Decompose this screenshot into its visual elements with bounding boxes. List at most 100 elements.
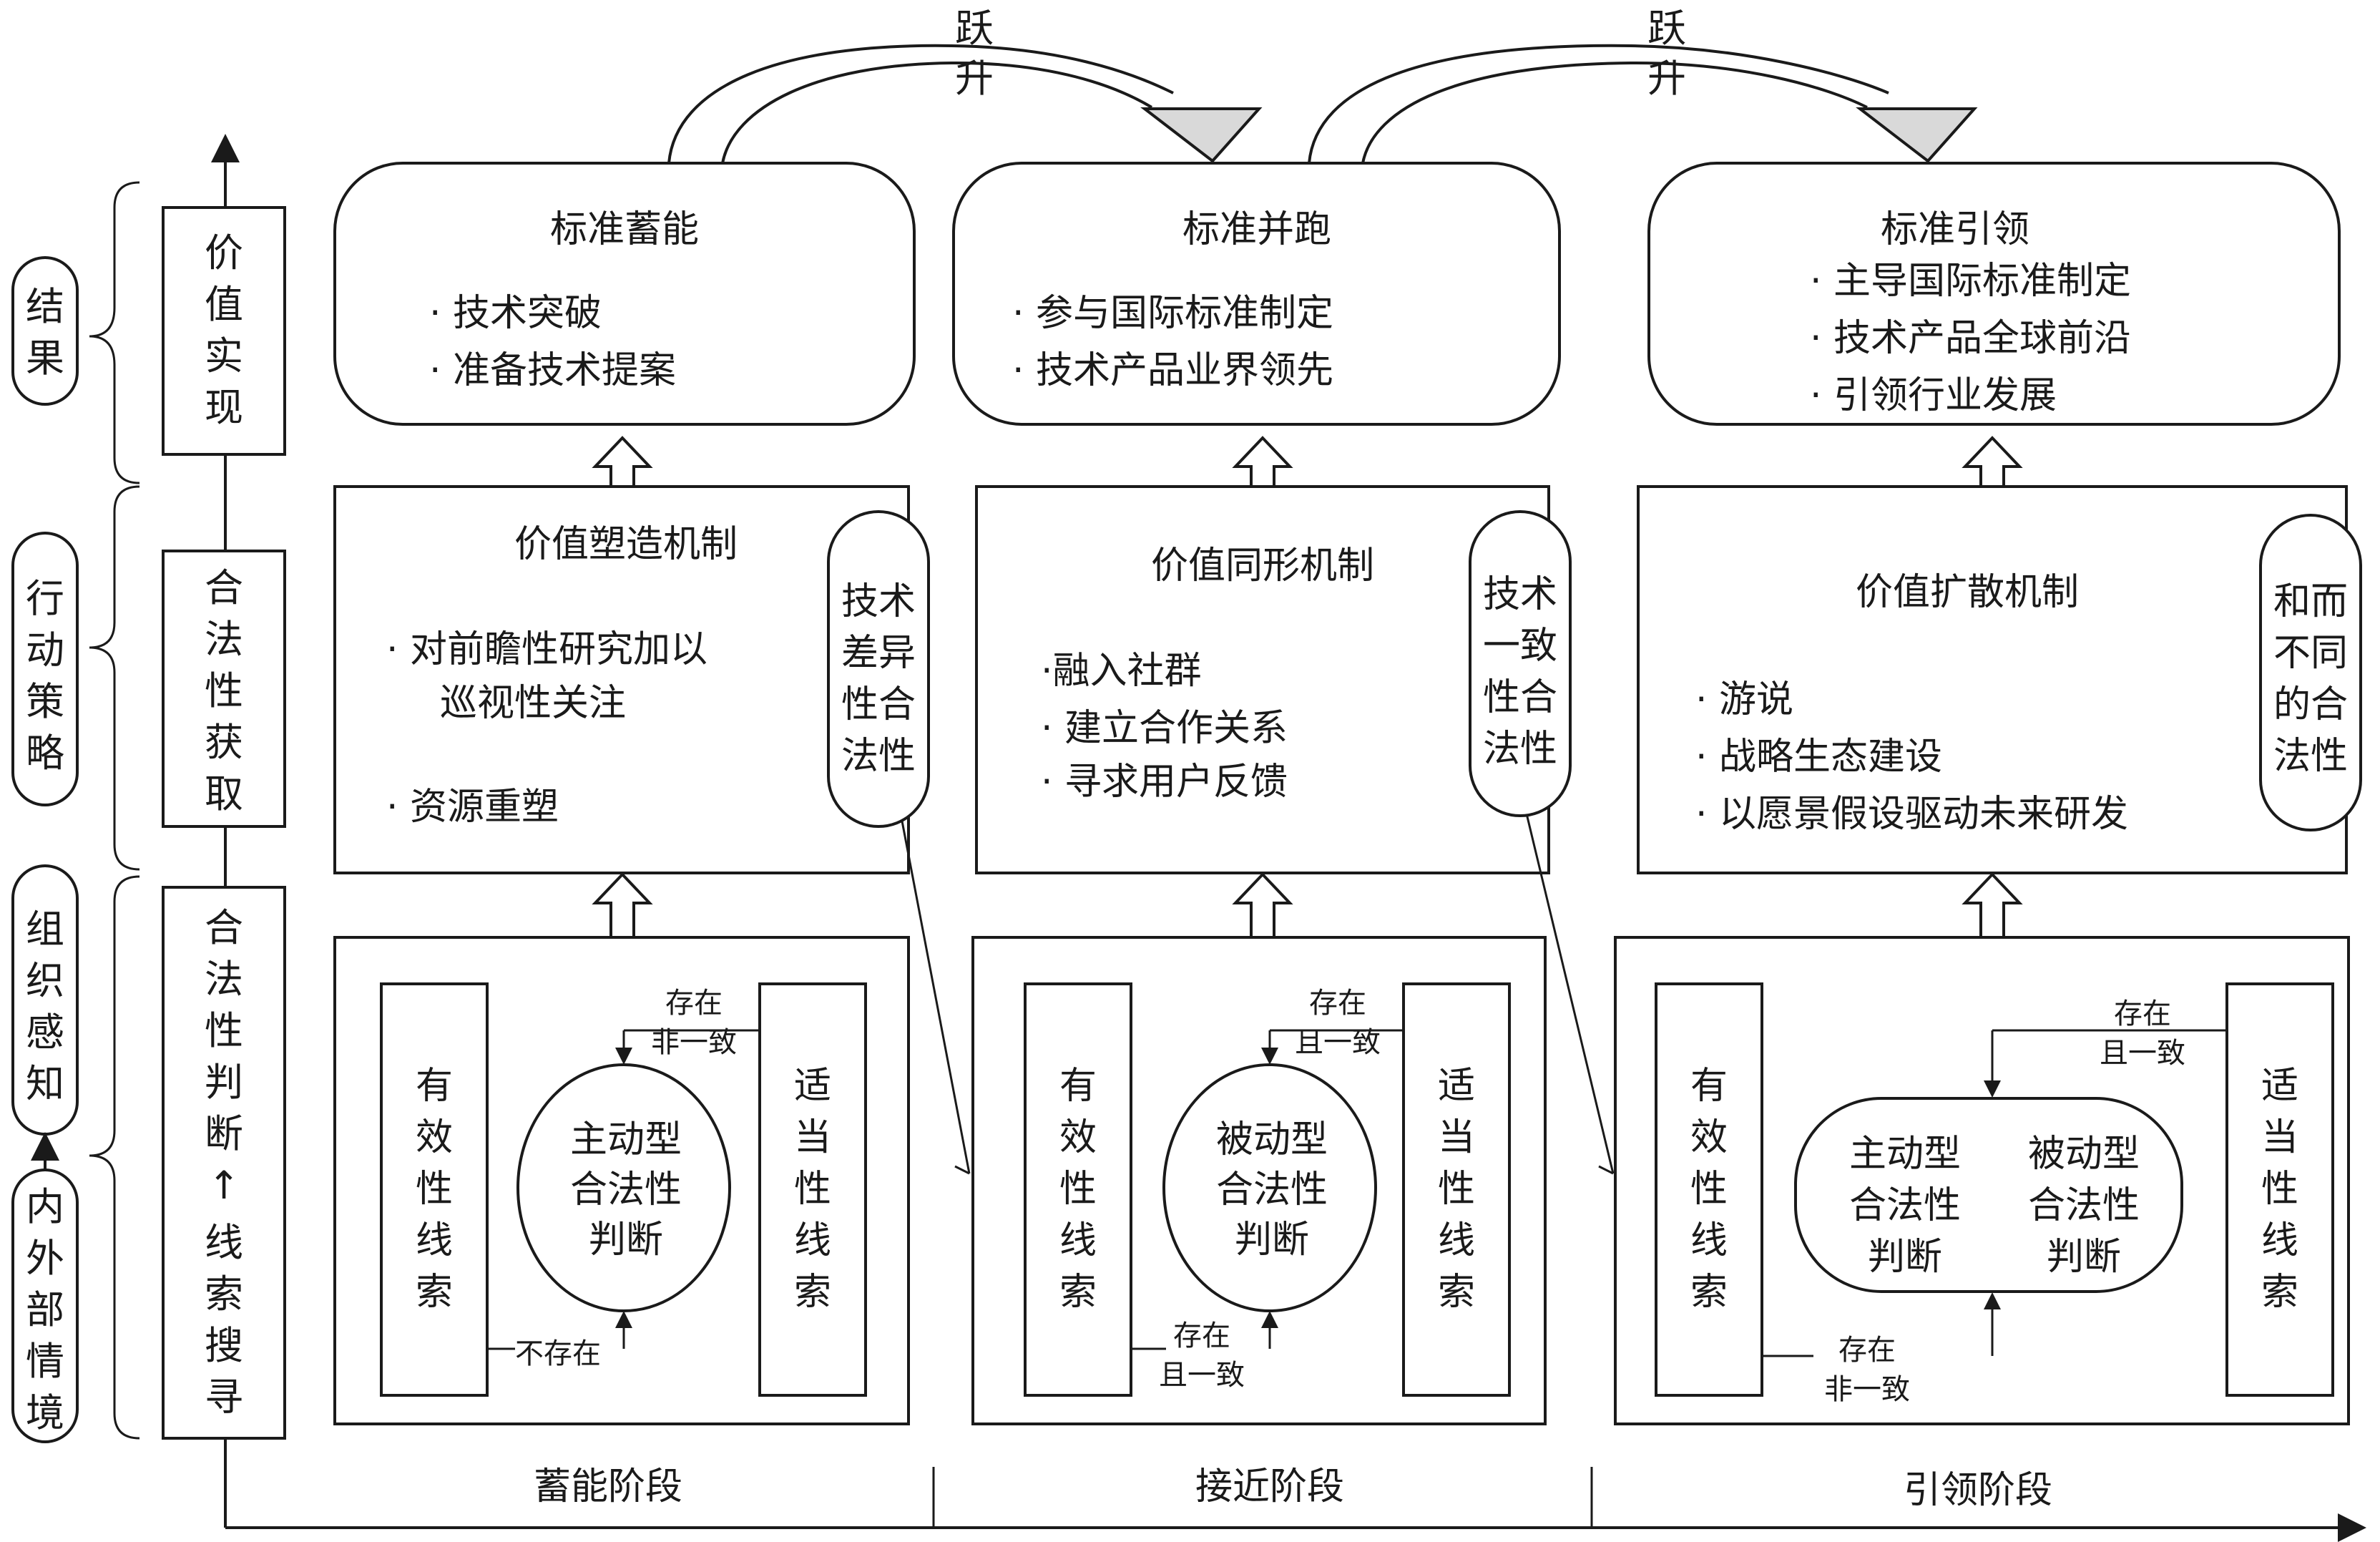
mechanism-item-3-2: · 战略生态建设 — [1695, 736, 1942, 779]
judgment-text-1-2: 判断 — [589, 1219, 663, 1262]
judgment-b-text-3-2: 判断 — [2047, 1236, 2121, 1279]
flow-bottom-text-3-0: 存在 — [1838, 1334, 1896, 1367]
flow-connectors — [487, 1029, 2227, 1357]
side-label-action — [11, 532, 79, 806]
propriety-cue-text-2-line-3: 线 — [1438, 1219, 1475, 1262]
mechanism-item-1-2: 巡视性关注 — [440, 682, 626, 725]
mechanism-title-2: 价值同形机制 — [1151, 545, 1374, 587]
axis-judge-line-0: 合 — [205, 905, 243, 950]
axis-value-line-2: 实 — [205, 333, 243, 379]
legitimacy-badge-text-1-line-2: 性合 — [841, 683, 916, 726]
mechanism-item-2-1: ·融入社群 — [1041, 650, 1202, 693]
flow-bottom-text-2-0: 存在 — [1173, 1319, 1230, 1352]
propriety-cue-text-2-line-2: 性 — [1438, 1168, 1475, 1211]
mechanism-box-1 — [333, 485, 910, 874]
propriety-cue-box-1 — [758, 982, 867, 1397]
validity-cue-box-3 — [1655, 982, 1763, 1397]
legitimacy-acquisition-box — [162, 550, 286, 828]
propriety-cue-text-1-line-2: 性 — [794, 1168, 831, 1211]
side-context-line-4: 境 — [26, 1390, 64, 1435]
result-title-1: 标准蓄能 — [550, 208, 699, 251]
up-arrow-perception-to-mech-3 — [1962, 872, 2023, 939]
axis-search-line-3: 寻 — [205, 1375, 243, 1420]
legitimacy-badge-text-3-line-2: 的合 — [2273, 683, 2348, 726]
propriety-cue-text-2-line-0: 适 — [1438, 1065, 1475, 1108]
up-arrow-perception-to-mech-2 — [1232, 872, 1293, 939]
validity-cue-text-1-line-2: 性 — [416, 1168, 453, 1211]
flow-bottom-text-3-1: 非一致 — [1824, 1373, 1910, 1406]
judgment-box-3 — [1794, 1097, 2183, 1293]
judgment-a-text-3-1: 合法性 — [1849, 1184, 1961, 1227]
flow-top-text-2-1: 且一致 — [1295, 1026, 1381, 1059]
validity-cue-text-1-line-3: 线 — [416, 1219, 453, 1262]
propriety-cue-text-1-line-0: 适 — [794, 1065, 831, 1108]
propriety-cue-box-2 — [1402, 982, 1511, 1397]
axis-legit-get-line-4: 取 — [205, 771, 243, 816]
judgment-text-2-1: 合法性 — [1216, 1168, 1328, 1211]
axis-value-line-0: 价 — [205, 230, 243, 275]
judgment-a-text-3-2: 判断 — [1868, 1236, 1942, 1279]
result-item-2-2: · 技术产品业界领先 — [1012, 349, 1333, 392]
side-action-line-1: 动 — [26, 628, 64, 673]
legitimacy-badge-text-3-line-1: 不同 — [2273, 632, 2348, 675]
judgment-b-text-3-1: 合法性 — [2028, 1184, 2140, 1227]
badge-connectors — [893, 779, 1615, 1175]
mechanism-item-3-3: · 以愿景假设驱动未来研发 — [1695, 793, 2128, 836]
judgment-a-text-3-0: 主动型 — [1849, 1133, 1961, 1176]
legitimacy-badge-text-3-line-3: 法性 — [2273, 735, 2348, 778]
up-arrow-perception-to-mech-1 — [592, 872, 653, 939]
side-org-line-3: 知 — [26, 1061, 64, 1106]
propriety-cue-text-2-line-4: 索 — [1438, 1271, 1475, 1314]
axis-search-line-2: 搜 — [205, 1323, 243, 1368]
propriety-cue-text-1-line-1: 当 — [794, 1116, 831, 1159]
axis-judge-line-1: 法 — [205, 957, 243, 1002]
side-action-line-2: 策 — [26, 679, 64, 724]
result-item-3-3: · 引领行业发展 — [1810, 374, 2057, 417]
validity-cue-text-3-line-3: 线 — [1690, 1219, 1728, 1262]
validity-cue-text-2-line-1: 效 — [1059, 1116, 1097, 1159]
up-arrow-mech-to-result-3 — [1962, 436, 2023, 488]
phase-label-3: 引领阶段 — [1904, 1469, 2052, 1512]
side-org-line-1: 织 — [26, 958, 64, 1003]
axis-up-arrow: ↑ — [207, 1163, 240, 1208]
validity-cue-text-3-line-1: 效 — [1690, 1116, 1728, 1159]
phase-label-2: 接近阶段 — [1195, 1465, 1344, 1508]
mechanism-title-1: 价值塑造机制 — [514, 523, 738, 566]
legitimacy-badge-text-1-line-3: 法性 — [841, 735, 916, 778]
side-context-line-3: 情 — [26, 1339, 64, 1384]
propriety-cue-text-2-line-1: 当 — [1438, 1116, 1475, 1159]
flow-bottom-text-2-1: 且一致 — [1159, 1359, 1245, 1392]
legitimacy-badge-text-2-line-3: 法性 — [1483, 728, 1557, 771]
axis-search-line-0: 线 — [205, 1220, 243, 1265]
side-org-line-0: 组 — [26, 907, 64, 952]
hollow-up-arrows — [592, 436, 2023, 939]
legitimacy-badge-text-2-line-0: 技术 — [1483, 573, 1557, 616]
result-box-2 — [952, 162, 1561, 426]
propriety-cue-text-3-line-0: 适 — [2261, 1065, 2298, 1108]
mechanism-item-3-1: · 游说 — [1695, 678, 1793, 721]
result-box-3 — [1647, 162, 2341, 426]
legitimacy-badge-text-2-line-1: 一致 — [1483, 625, 1557, 668]
validity-cue-text-2-line-2: 性 — [1059, 1168, 1097, 1211]
judgment-text-2-0: 被动型 — [1216, 1118, 1328, 1161]
legitimacy-badge-3 — [2259, 514, 2362, 831]
time-axis — [224, 1438, 2366, 1542]
axis-legit-get-line-1: 法 — [205, 617, 243, 662]
legitimacy-badge-2 — [1469, 510, 1572, 817]
axis-judge-line-3: 判 — [205, 1060, 243, 1105]
mechanism-item-1-3: · 资源重塑 — [386, 786, 559, 829]
result-item-1-2: · 准备技术提案 — [429, 349, 676, 392]
validity-cue-text-1-line-0: 有 — [416, 1065, 453, 1108]
legitimacy-badge-text-2-line-2: 性合 — [1483, 676, 1557, 719]
side-action-line-0: 行 — [26, 576, 64, 621]
propriety-cue-text-3-line-3: 线 — [2261, 1219, 2298, 1262]
validity-cue-box-2 — [1024, 982, 1132, 1397]
mechanism-title-3: 价值扩散机制 — [1856, 571, 2079, 614]
flow-top-text-2-0: 存在 — [1309, 987, 1366, 1020]
axis-legit-get-line-2: 性 — [205, 668, 243, 713]
validity-cue-text-2-line-0: 有 — [1059, 1065, 1097, 1108]
leap-label-1: 跃升 — [955, 6, 994, 101]
side-label-result — [11, 256, 79, 406]
result-item-1-1: · 技术突破 — [429, 292, 602, 335]
side-context-line-2: 部 — [26, 1287, 64, 1332]
